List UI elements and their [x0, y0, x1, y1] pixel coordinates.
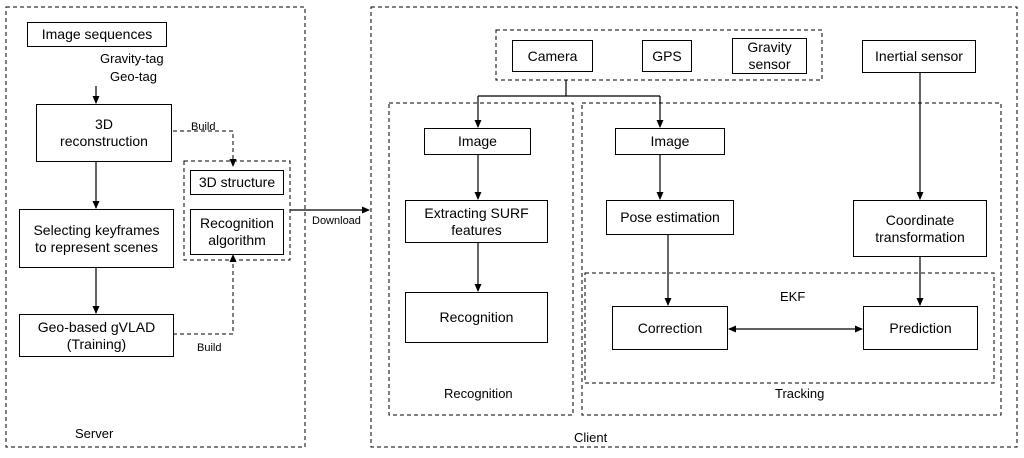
recognition-algorithm-box: Recognition algorithm: [190, 209, 284, 255]
keyframes-box: Selecting keyframes to represent scenes: [19, 209, 174, 268]
keyframes-line-1: Selecting keyframes: [33, 221, 160, 238]
tracking-panel-label: Tracking: [775, 386, 825, 401]
server-region: [5, 6, 306, 448]
sensor-group: [495, 29, 823, 81]
surf-box: Extracting SURF features: [405, 200, 548, 243]
gravity-sensor-box: Gravity sensor: [732, 38, 807, 74]
build-label-top: Build: [191, 121, 216, 133]
build-label-bottom: Build: [197, 342, 222, 354]
inertial-sensor-label: Inertial sensor: [875, 48, 963, 64]
reconstruction-line-1: 3D: [95, 116, 113, 132]
correction-box: Correction: [612, 306, 728, 350]
gvlad-box: Geo-based gVLAD (Training): [19, 314, 174, 357]
gps-box: GPS: [642, 40, 692, 72]
recognition-panel-label: Recognition: [444, 386, 513, 401]
gravity-line-2: sensor: [748, 56, 791, 72]
prediction-box: Prediction: [863, 306, 978, 350]
recognition-algorithm-line-2: algorithm: [208, 232, 266, 248]
build-connector-top: [173, 130, 237, 167]
reconstruction-box: 3D reconstruction: [36, 104, 172, 162]
reconstruction-line-2: reconstruction: [60, 133, 148, 149]
camera-label: Camera: [527, 47, 578, 64]
gravity-line-1: Gravity: [747, 39, 792, 55]
ekf-group: [584, 272, 995, 384]
correction-label: Correction: [637, 319, 703, 336]
structure-label: 3D structure: [198, 174, 276, 190]
client-region: [370, 6, 1018, 448]
gvlad-line-1: Geo-based gVLAD: [37, 318, 156, 335]
recognition-label: Recognition: [439, 309, 514, 325]
download-label: Download: [312, 215, 361, 227]
pose-estimation-box: Pose estimation: [606, 200, 734, 235]
tracking-image-box: Image: [615, 128, 725, 155]
recognition-image-box: Image: [424, 128, 531, 155]
tracking-image-label: Image: [650, 133, 690, 149]
pose-estimation-label: Pose estimation: [620, 209, 720, 225]
coordinate-transformation-box: Coordinate transformation: [853, 200, 987, 257]
ekf-label: EKF: [780, 289, 806, 304]
recognition-image-label: Image: [458, 133, 497, 149]
surf-line-1: Extracting SURF: [424, 204, 529, 221]
build-connector-bottom: [173, 254, 237, 335]
server-label: Server: [75, 426, 114, 441]
surf-line-2: features: [451, 221, 502, 238]
image-sequences-label: Image sequences: [41, 26, 153, 42]
coordinate-line-2: transformation: [875, 228, 965, 245]
gps-label: GPS: [652, 47, 682, 64]
inertial-sensor-box: Inertial sensor: [862, 40, 976, 73]
prediction-label: Prediction: [889, 319, 952, 336]
tracking-panel: [581, 102, 1002, 416]
recognition-box: Recognition: [405, 292, 548, 343]
geo-tag-label: Geo-tag: [110, 69, 157, 84]
structure-box: 3D structure: [190, 170, 284, 195]
recognition-algorithm-line-1: Recognition: [200, 215, 274, 231]
keyframes-line-2: to represent scenes: [35, 238, 158, 255]
image-sequences-box: Image sequences: [27, 22, 167, 47]
gravity-tag-label: Gravity-tag: [100, 51, 164, 66]
gvlad-line-2: (Training): [66, 335, 127, 352]
client-label: Client: [574, 430, 608, 445]
coordinate-line-1: Coordinate: [885, 211, 955, 228]
recognition-panel: [388, 102, 574, 416]
camera-box: Camera: [512, 40, 593, 72]
